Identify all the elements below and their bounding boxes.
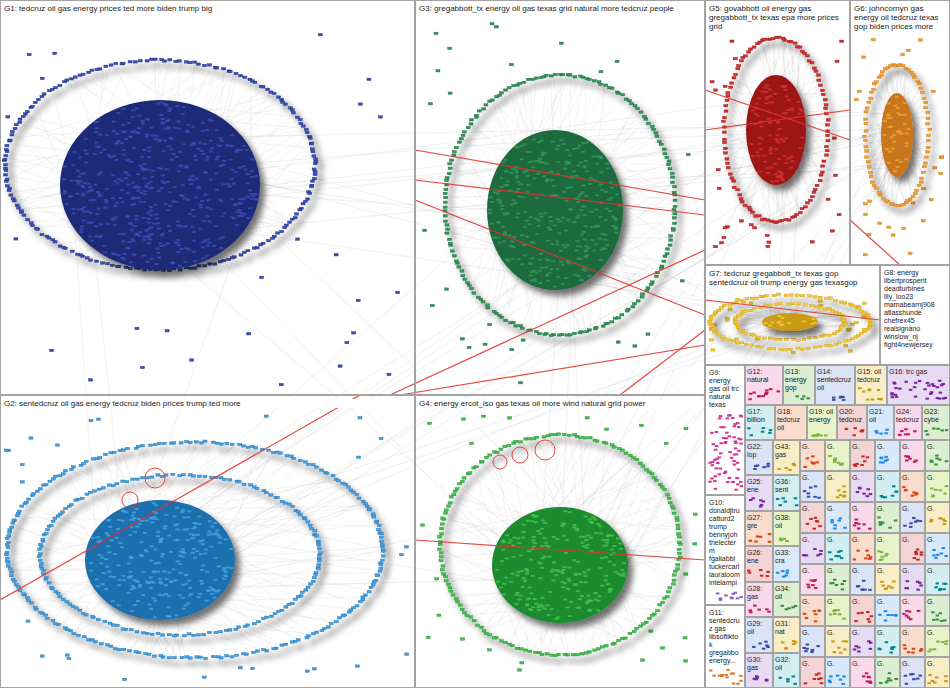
graph-canvas: G1: tedcruz oil gas energy prices ted mo… [0,0,950,688]
